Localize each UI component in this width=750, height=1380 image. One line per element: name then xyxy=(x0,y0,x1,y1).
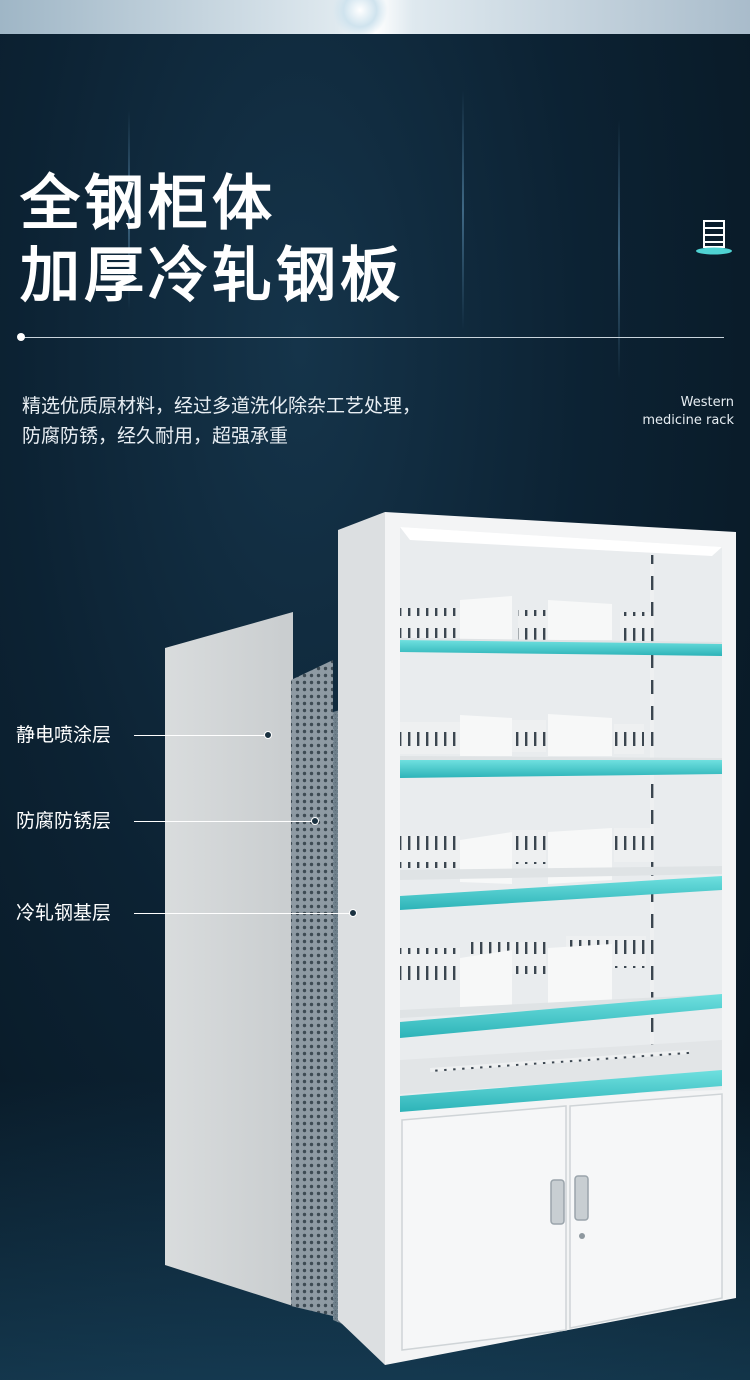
shelf-1 xyxy=(400,596,722,656)
shelf-3 xyxy=(400,828,722,910)
divider-dot xyxy=(17,333,25,341)
door-lock xyxy=(579,1233,585,1239)
layer-leader-line xyxy=(134,913,350,914)
cabinet-top-inner xyxy=(400,527,722,556)
layer-label-anti-rust: 防腐防锈层 xyxy=(16,810,112,832)
page-title: 全钢柜体 加厚冷轧钢板 xyxy=(20,168,404,312)
brand-line-2: medicine rack xyxy=(642,413,734,428)
layer-leader-line xyxy=(134,821,312,822)
description-line-1: 精选优质原材料，经过多道洗化除杂工艺处理， xyxy=(22,395,422,417)
right-door-handle xyxy=(574,1175,589,1221)
anti-rust-layer-panel xyxy=(291,660,333,1316)
layer-leader-line xyxy=(134,735,266,736)
side-rail xyxy=(650,555,654,1075)
title-line-2: 加厚冷轧钢板 xyxy=(20,241,404,311)
shelf-4 xyxy=(400,936,722,1038)
title-line-1: 全钢柜体 xyxy=(20,169,276,239)
background-light-streak xyxy=(128,110,130,310)
left-door-handle xyxy=(550,1179,565,1225)
top-glow-orb xyxy=(332,0,388,34)
description-line-2: 防腐防锈，经久耐用，超强承重 xyxy=(22,425,289,447)
background-light-streak xyxy=(618,120,620,380)
description: 精选优质原材料，经过多道洗化除杂工艺处理， 防腐防锈，经久耐用，超强承重 xyxy=(22,391,542,451)
brand-english-text: Western medicine rack xyxy=(642,394,734,430)
brand-line-1: Western xyxy=(680,395,734,410)
layer-marker-dot xyxy=(311,817,319,825)
left-door xyxy=(401,1105,567,1351)
layer-label-cold-rolled-steel: 冷轧钢基层 xyxy=(16,902,112,924)
cabinet-side xyxy=(338,512,385,1365)
powder-coat-layer-panel xyxy=(165,612,293,1306)
section-divider xyxy=(20,337,724,338)
background-light-streak xyxy=(462,90,464,330)
bottom-shelf xyxy=(400,1040,722,1112)
layer-label-powder-coat: 静电喷涂层 xyxy=(16,724,112,746)
layer-marker-dot xyxy=(349,909,357,917)
right-door xyxy=(569,1093,723,1329)
rack-icon xyxy=(696,220,732,255)
shelf-2 xyxy=(400,714,722,778)
layer-marker-dot xyxy=(264,731,272,739)
